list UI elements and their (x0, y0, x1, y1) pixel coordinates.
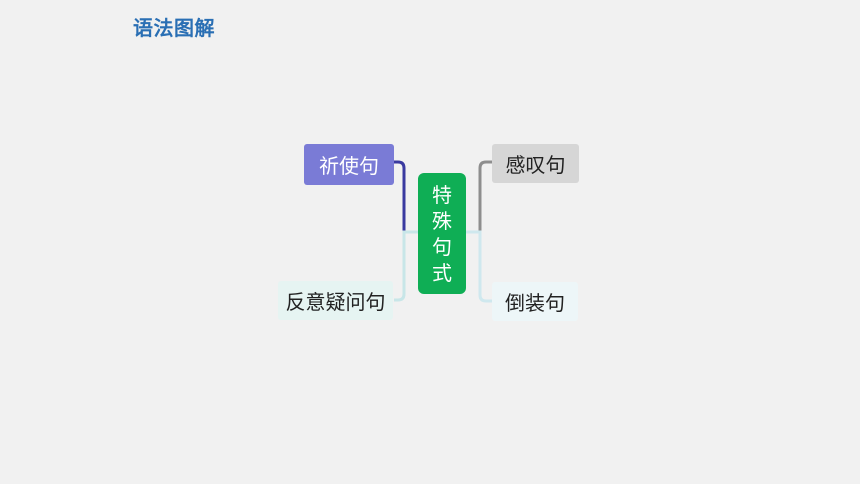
center-node: 特 殊 句 式 (418, 173, 466, 294)
center-char: 殊 (432, 208, 452, 233)
node-qishi: 祈使句 (304, 144, 394, 185)
connector-daozhuang (466, 230, 492, 303)
node-daozhuang-label: 倒装句 (505, 291, 565, 315)
node-ganta-label: 感叹句 (505, 153, 566, 177)
node-daozhuang: 倒装句 (492, 282, 578, 321)
connector-fanyi (394, 230, 418, 302)
node-fanyi: 反意疑问句 (278, 281, 393, 320)
page-title: 语法图解 (133, 16, 215, 40)
node-qishi-label: 祈使句 (319, 154, 379, 178)
center-char: 句 (432, 234, 452, 259)
node-fanyi-label: 反意疑问句 (285, 290, 386, 314)
connector-qishi (394, 160, 418, 234)
connector-ganta (466, 160, 492, 234)
center-char: 特 (432, 182, 452, 207)
node-ganta: 感叹句 (492, 144, 579, 183)
center-char: 式 (432, 260, 452, 285)
